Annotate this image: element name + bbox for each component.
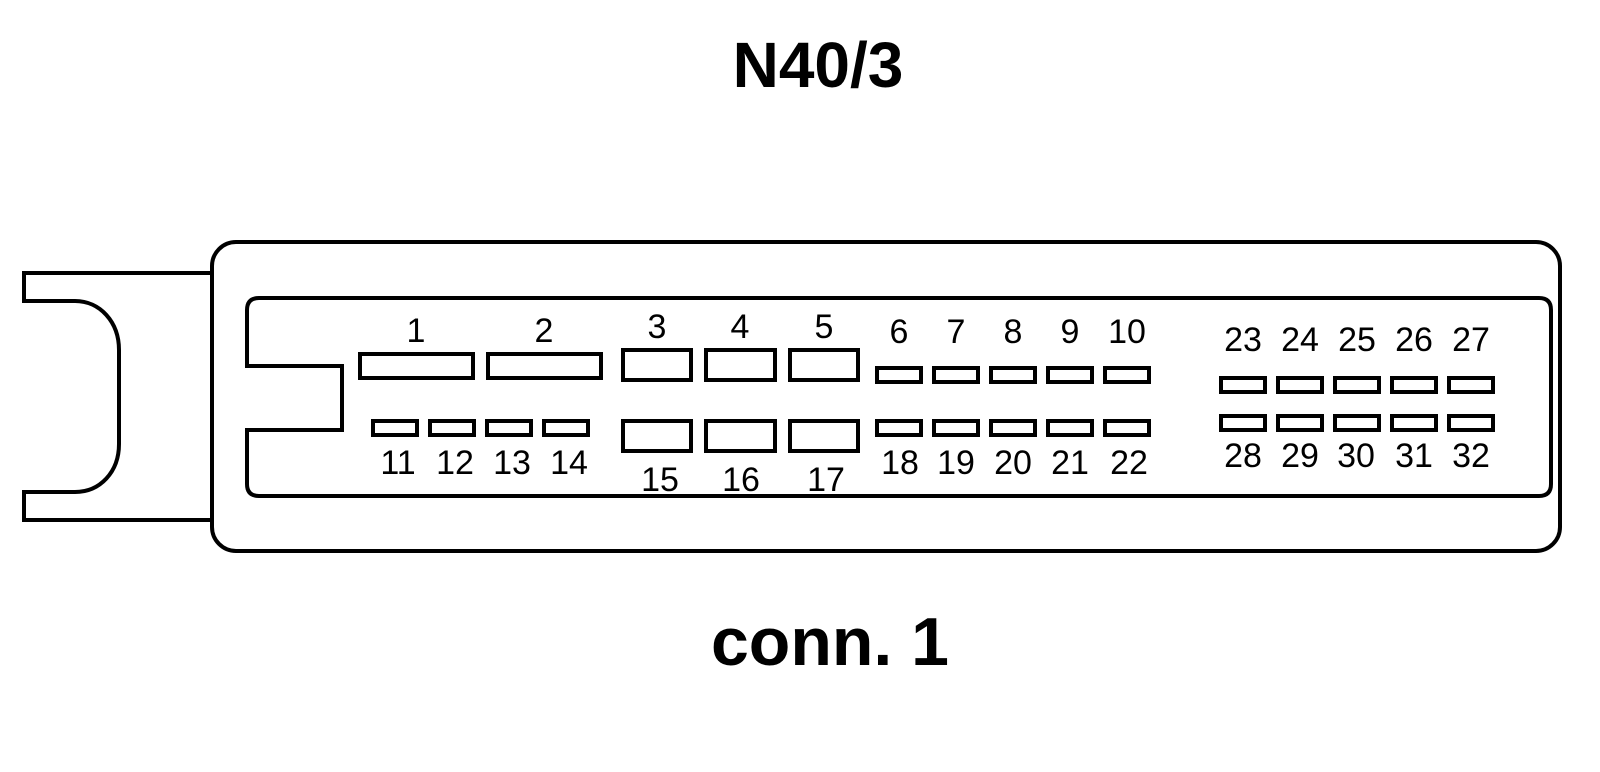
- pin-15-socket: [621, 419, 693, 453]
- pin-23-label: 23: [1224, 321, 1262, 359]
- pin-21-socket: [1046, 419, 1094, 437]
- pin-18-socket: [875, 419, 923, 437]
- pin-15-label: 15: [641, 461, 679, 499]
- pin-31-label: 31: [1395, 437, 1433, 475]
- pin-29-socket: [1276, 414, 1324, 432]
- pin-32-label: 32: [1452, 437, 1490, 475]
- pin-14-label: 14: [550, 444, 588, 482]
- pin-13-socket: [485, 419, 533, 437]
- connector-housing: [210, 240, 1562, 553]
- pin-17-socket: [788, 419, 860, 453]
- connector-latch: [22, 271, 212, 522]
- connector-cavity: [245, 296, 1553, 498]
- pin-7-socket: [932, 366, 980, 384]
- diagram-title: N40/3: [733, 29, 904, 101]
- pin-16-socket: [704, 419, 777, 453]
- pin-26-label: 26: [1395, 321, 1433, 359]
- pin-5-socket: [788, 348, 860, 382]
- pin-24-label: 24: [1281, 321, 1319, 359]
- pin-17-label: 17: [807, 461, 845, 499]
- pin-8-label: 8: [1004, 313, 1023, 351]
- pin-30-socket: [1333, 414, 1381, 432]
- pin-5-label: 5: [815, 308, 834, 346]
- pin-25-socket: [1333, 376, 1381, 394]
- pin-4-label: 4: [731, 308, 750, 346]
- pin-21-label: 21: [1051, 444, 1089, 482]
- pin-32-socket: [1447, 414, 1495, 432]
- pin-11-socket: [371, 419, 419, 437]
- pin-2-socket: [486, 352, 603, 380]
- pin-12-socket: [428, 419, 476, 437]
- pin-28-label: 28: [1224, 437, 1262, 475]
- pin-29-label: 29: [1281, 437, 1319, 475]
- pin-20-socket: [989, 419, 1037, 437]
- pin-20-label: 20: [994, 444, 1032, 482]
- pin-22-socket: [1103, 419, 1151, 437]
- pin-9-label: 9: [1061, 313, 1080, 351]
- pin-8-socket: [989, 366, 1037, 384]
- connector-caption: conn. 1: [711, 604, 949, 680]
- pin-6-label: 6: [890, 313, 909, 351]
- pin-2-label: 2: [535, 312, 554, 350]
- pin-27-socket: [1447, 376, 1495, 394]
- pin-14-socket: [542, 419, 590, 437]
- pin-25-label: 25: [1338, 321, 1376, 359]
- pin-28-socket: [1219, 414, 1267, 432]
- pin-19-socket: [932, 419, 980, 437]
- pin-23-socket: [1219, 376, 1267, 394]
- pin-27-label: 27: [1452, 321, 1490, 359]
- pin-10-socket: [1103, 366, 1151, 384]
- pin-24-socket: [1276, 376, 1324, 394]
- pin-13-label: 13: [493, 444, 531, 482]
- pin-9-socket: [1046, 366, 1094, 384]
- pin-18-label: 18: [881, 444, 919, 482]
- pin-3-socket: [621, 348, 693, 382]
- pin-1-label: 1: [407, 312, 426, 350]
- pin-22-label: 22: [1110, 444, 1148, 482]
- pin-6-socket: [875, 366, 923, 384]
- pin-16-label: 16: [722, 461, 760, 499]
- pin-30-label: 30: [1337, 437, 1375, 475]
- pin-7-label: 7: [947, 313, 966, 351]
- pin-11-label: 11: [380, 444, 415, 482]
- pin-19-label: 19: [937, 444, 975, 482]
- pin-12-label: 12: [436, 444, 474, 482]
- pin-31-socket: [1390, 414, 1438, 432]
- pin-3-label: 3: [648, 308, 667, 346]
- pin-10-label: 10: [1108, 313, 1146, 351]
- pin-26-socket: [1390, 376, 1438, 394]
- pin-4-socket: [704, 348, 777, 382]
- pin-1-socket: [358, 352, 475, 380]
